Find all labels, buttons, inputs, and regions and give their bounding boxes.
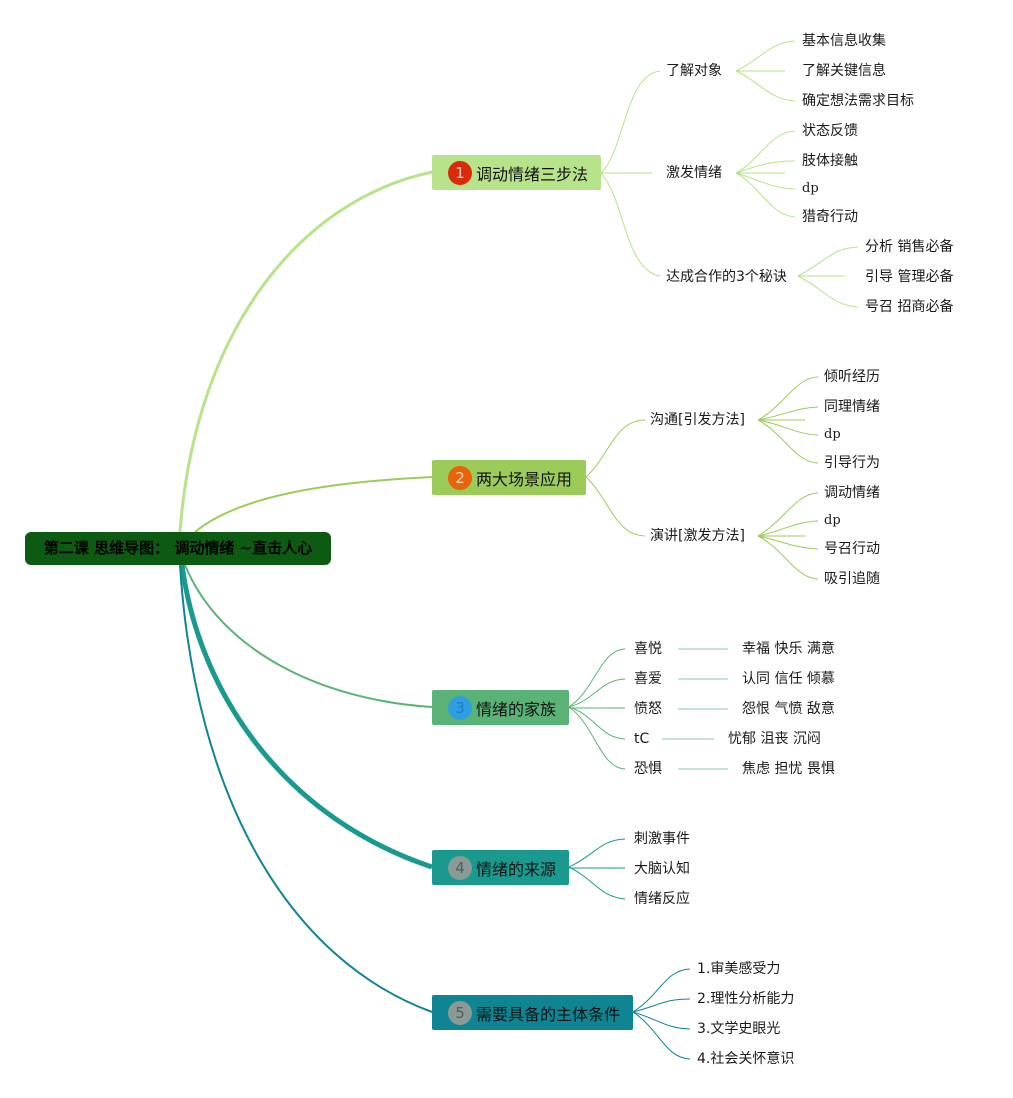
leaf-topic[interactable]: dp bbox=[802, 181, 819, 196]
leaf-topic[interactable]: 引导 管理必备 bbox=[865, 269, 954, 285]
sub-topic[interactable]: 1.审美感受力 bbox=[697, 961, 781, 977]
number-5-icon: 5 bbox=[448, 1000, 472, 1025]
leaf-topic[interactable]: dp bbox=[824, 427, 841, 442]
leaf-topic[interactable]: 确定想法需求目标 bbox=[802, 93, 914, 109]
number-1-icon: 1 bbox=[448, 160, 472, 185]
leaf-topic[interactable]: 调动情绪 bbox=[824, 485, 880, 501]
sub-topic[interactable]: 愤怒 bbox=[634, 701, 662, 717]
leaf-topic[interactable]: 倾听经历 bbox=[824, 369, 880, 385]
leaf-topic[interactable]: 怨恨 气愤 敌意 bbox=[742, 701, 835, 717]
sub-topic[interactable]: 了解对象 bbox=[666, 63, 722, 79]
sub-topic[interactable]: 喜悦 bbox=[634, 641, 662, 657]
sub-topic[interactable]: 激发情绪 bbox=[666, 165, 722, 181]
edges-branch-5 bbox=[632, 968, 691, 1060]
sub-topic[interactable]: 情绪反应 bbox=[634, 891, 690, 907]
leaf-topic[interactable]: 忧郁 沮丧 沉闷 bbox=[728, 731, 821, 747]
leaf-topic[interactable]: 了解关键信息 bbox=[802, 63, 886, 79]
number-2-icon: 2 bbox=[448, 465, 472, 490]
edges-branch-2 bbox=[585, 376, 819, 580]
branch-3[interactable]: 3 情绪的家族 bbox=[432, 690, 569, 725]
sub-topic[interactable]: 喜爱 bbox=[634, 671, 662, 687]
leaf-topic[interactable]: 引导行为 bbox=[824, 455, 880, 471]
branch-label: 两大场景应用 bbox=[476, 469, 573, 489]
edge-root-branch-3 bbox=[184, 564, 433, 708]
sub-topic[interactable]: 恐惧 bbox=[634, 761, 662, 777]
edge-root-branch-1 bbox=[178, 170, 433, 533]
leaf-topic[interactable]: 焦虑 担忧 畏惧 bbox=[742, 761, 835, 777]
sub-topic[interactable]: 达成合作的3个秘诀 bbox=[666, 269, 787, 285]
edge-root-branch-4 bbox=[179, 564, 433, 870]
branch-label: 调动情绪三步法 bbox=[476, 164, 589, 184]
branch-label: 情绪的家族 bbox=[476, 699, 557, 719]
sub-topic[interactable]: 2.理性分析能力 bbox=[697, 991, 795, 1007]
leaf-topic[interactable]: 猎奇行动 bbox=[802, 209, 858, 225]
sub-topic[interactable]: 演讲[激发方法] bbox=[650, 528, 745, 544]
leaf-topic[interactable]: 号召行动 bbox=[824, 541, 880, 557]
leaf-topic[interactable]: 肢体接触 bbox=[802, 153, 858, 169]
branch-4[interactable]: 4 情绪的来源 bbox=[432, 850, 569, 885]
sub-topic[interactable]: 4.社会关怀意识 bbox=[697, 1051, 795, 1067]
number-3-icon: 3 bbox=[448, 695, 472, 720]
edge-root-branch-5 bbox=[179, 564, 433, 1013]
leaf-topic[interactable]: dp bbox=[824, 513, 841, 528]
branch-label: 需要具备的主体条件 bbox=[476, 1004, 621, 1024]
sub-topic[interactable]: 刺激事件 bbox=[634, 831, 690, 847]
branch-2[interactable]: 2 两大场景应用 bbox=[432, 460, 586, 495]
leaf-topic[interactable]: 幸福 快乐 满意 bbox=[742, 641, 835, 657]
leaf-topic[interactable]: 吸引追随 bbox=[824, 571, 880, 587]
leaf-topic[interactable]: 分析 销售必备 bbox=[865, 239, 954, 255]
leaf-topic[interactable]: 认同 信任 倾慕 bbox=[742, 671, 835, 687]
root-topic[interactable]: 第二课 思维导图： 调动情绪 ~直击人心 bbox=[25, 532, 331, 565]
branch-1[interactable]: 1 调动情绪三步法 bbox=[432, 155, 601, 190]
sub-topic[interactable]: 3.文学史眼光 bbox=[697, 1021, 781, 1037]
edges-branch-1 bbox=[600, 40, 859, 308]
leaf-topic[interactable]: 状态反馈 bbox=[802, 123, 858, 139]
sub-topic[interactable]: 沟通[引发方法] bbox=[650, 412, 745, 428]
sub-topic[interactable]: 大脑认知 bbox=[634, 861, 690, 877]
edges-branch-4 bbox=[568, 838, 626, 900]
leaf-topic[interactable]: 同理情绪 bbox=[824, 399, 880, 415]
edge-root-branch-2 bbox=[194, 476, 433, 533]
sub-topic[interactable]: tC bbox=[634, 731, 650, 747]
root-title: 第二课 思维导图： 调动情绪 ~直击人心 bbox=[43, 539, 313, 557]
branch-label: 情绪的来源 bbox=[476, 859, 557, 879]
number-4-icon: 4 bbox=[448, 855, 472, 880]
leaf-topic[interactable]: 基本信息收集 bbox=[802, 33, 886, 49]
leaf-topic[interactable]: 号召 招商必备 bbox=[865, 299, 954, 315]
edges-branch-3 bbox=[568, 648, 728, 770]
branch-5[interactable]: 5 需要具备的主体条件 bbox=[432, 995, 633, 1030]
